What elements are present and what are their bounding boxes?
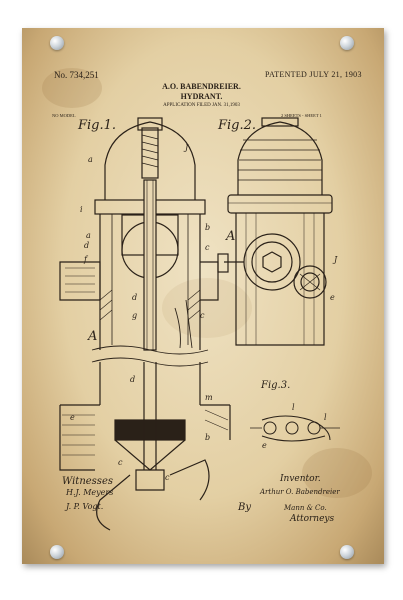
ref-letter: e	[70, 413, 75, 422]
ref-letter: a	[88, 155, 93, 164]
witness-signature-1: H.J. Meyers	[66, 488, 114, 497]
mounting-pin	[340, 545, 354, 559]
model-note: NO MODEL	[52, 113, 76, 118]
ref-letter: d	[84, 241, 89, 250]
mounting-pin	[50, 545, 64, 559]
ref-letter: l	[324, 413, 327, 422]
paper-stain	[162, 278, 252, 338]
witness-signature-2: J. P. Vogt.	[66, 502, 104, 511]
ref-letter: e	[262, 441, 267, 450]
paper-stain	[302, 448, 372, 498]
ref-letter: l	[292, 403, 295, 412]
attorneys-label: Attorneys	[290, 514, 335, 524]
mounting-pin	[50, 36, 64, 50]
ref-letter: J	[183, 143, 189, 152]
figure-1-section-view	[59, 117, 231, 531]
patent-number: No. 734,251	[54, 70, 99, 80]
ref-letter: a	[86, 231, 91, 240]
ref-letter: c	[205, 243, 210, 252]
mounting-pin	[340, 36, 354, 50]
patent-title: HYDRANT.	[180, 92, 223, 101]
inventor-name: A.O. BABENDREIER.	[162, 82, 241, 91]
figure-3-label: Fig.3.	[261, 380, 291, 391]
ref-letter: c	[165, 473, 170, 482]
ref-letter: b	[205, 433, 210, 442]
ref-letter: g	[132, 311, 137, 320]
ref-letter: c	[200, 311, 205, 320]
figure-2-label: Fig.2.	[218, 118, 257, 133]
inventor-signature: Arthur O. Babendreier	[260, 488, 340, 496]
attorney-signature: Mann & Co.	[284, 504, 327, 512]
ref-letter: c	[118, 458, 123, 467]
ref-letter: d	[130, 375, 135, 384]
ref-letter: m	[205, 393, 213, 402]
inventor-label: Inventor.	[280, 474, 321, 484]
figure-3-detail	[250, 415, 340, 442]
ref-letter: d	[132, 293, 137, 302]
ref-letter: f	[83, 255, 89, 264]
patent-date: PATENTED JULY 21, 1903	[265, 70, 362, 79]
ref-letter: A	[87, 329, 97, 344]
ref-letter: J	[332, 255, 338, 264]
figure-2-exterior-view	[217, 117, 333, 346]
ref-letter: e	[330, 293, 335, 302]
sheet-note: 2 SHEETS - SHEET 1	[281, 113, 322, 118]
application-date: APPLICATION FILED JAN. 31,1903	[163, 103, 240, 108]
ref-letter: b	[205, 223, 210, 232]
figure-1-label: Fig.1.	[78, 118, 117, 133]
ref-letter: A	[225, 229, 235, 244]
witnesses-label: Witnesses	[62, 476, 113, 487]
paper-stain	[42, 68, 102, 108]
reference-letters: a J i a d f b c d g c A d e m b c c A J …	[70, 143, 338, 482]
by-label: By	[238, 502, 251, 513]
ref-letter: i	[80, 205, 83, 214]
